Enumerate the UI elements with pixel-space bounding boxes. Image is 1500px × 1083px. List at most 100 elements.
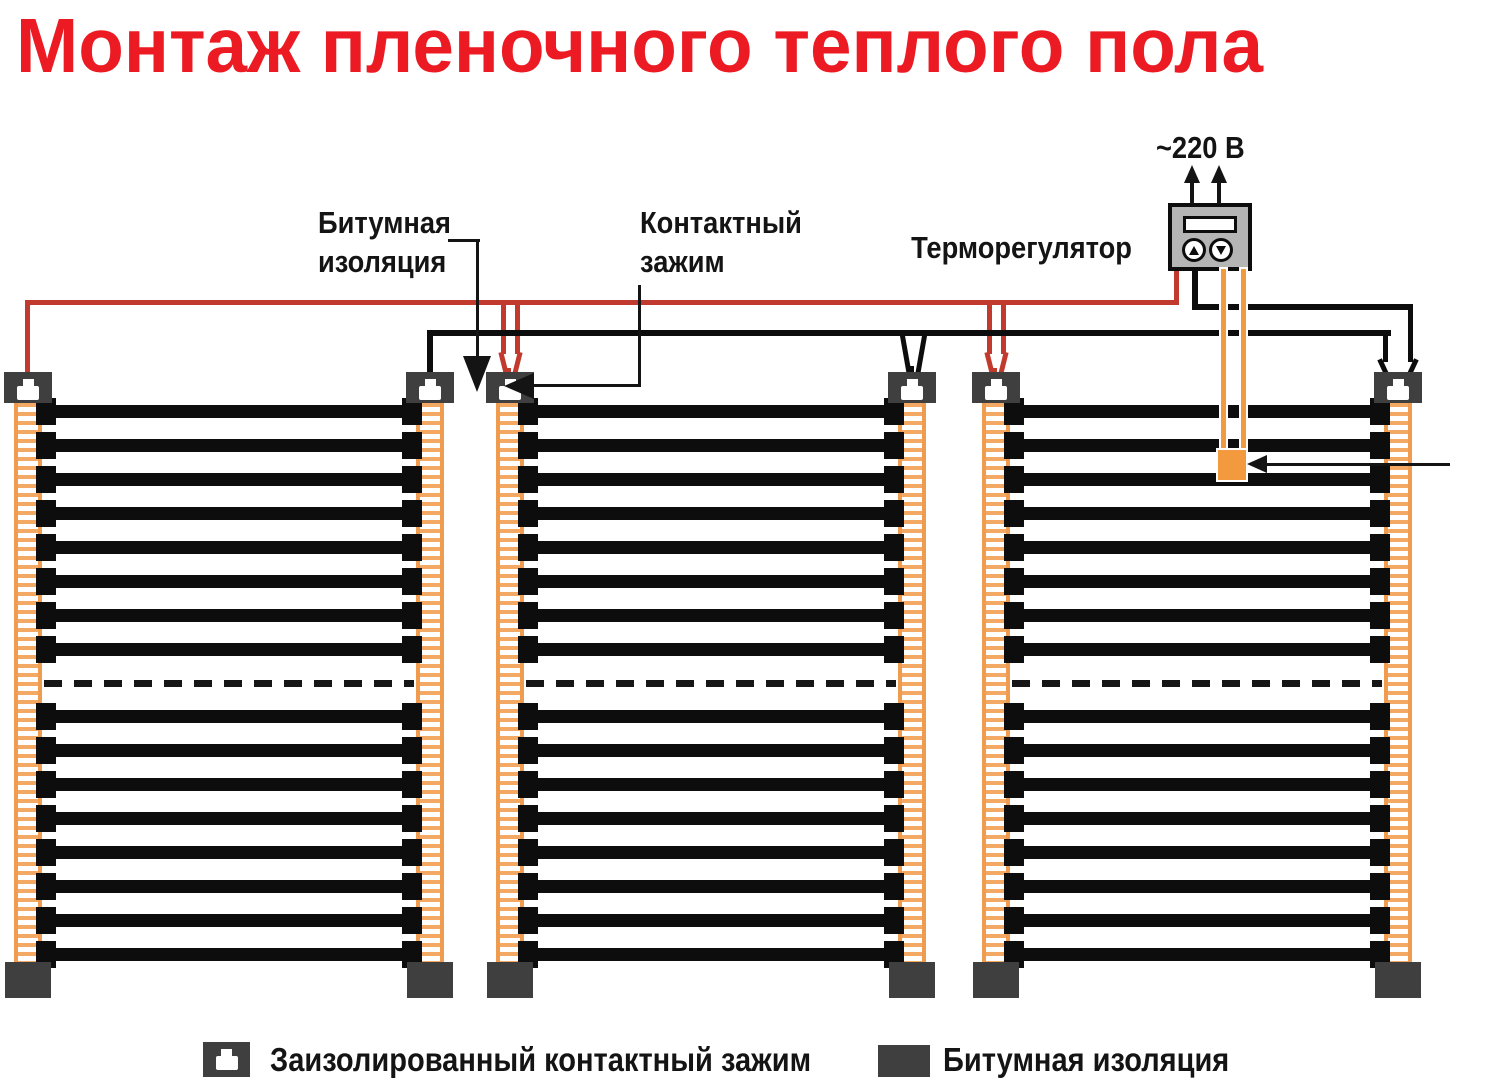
bitumen-insulation-pad (5, 962, 51, 998)
cut-line (982, 677, 1412, 690)
heating-strip (496, 771, 926, 799)
heating-strip (982, 533, 1412, 561)
red-wire-funnel (512, 351, 523, 375)
copper-bus-rail (14, 403, 42, 963)
red-wire-dip (987, 302, 992, 354)
heating-strip (496, 465, 926, 493)
heating-strip (982, 737, 1412, 765)
red-phase-wire-bus (25, 300, 1179, 305)
arrow-down-icon (463, 356, 491, 392)
insulated-contact-clamp (972, 372, 1020, 403)
heating-strip (496, 873, 926, 901)
heating-strip (982, 635, 1412, 663)
voltage-arrow-stem (1217, 182, 1221, 204)
heating-strip (14, 465, 444, 493)
heating-strip (982, 499, 1412, 527)
arrow-up-icon (1184, 165, 1200, 183)
carbon-heating-strips (496, 398, 926, 968)
plug-glyph (1387, 379, 1409, 400)
heating-strip (982, 941, 1412, 968)
arrow-up-icon (1211, 165, 1227, 183)
copper-bus-rail (898, 403, 926, 963)
heating-strip (982, 431, 1412, 459)
heating-strip (496, 567, 926, 595)
heating-strip (14, 873, 444, 901)
heating-strip (496, 601, 926, 629)
bitumen-insulation-label: Битумная изоляция (318, 205, 451, 279)
voltage-label: ~220 В (1156, 130, 1245, 165)
heating-panel-3 (972, 372, 1422, 998)
heating-strip (982, 398, 1412, 425)
heating-strip (496, 907, 926, 935)
red-wire-funnel (998, 351, 1009, 375)
heating-strip (496, 635, 926, 663)
carbon-heating-strips (982, 398, 1412, 968)
heating-panel-2 (486, 372, 936, 998)
bitumen-insulation-icon (878, 1045, 930, 1077)
plug-glyph (215, 1049, 238, 1070)
black-wire-thermostat-run (1192, 304, 1413, 310)
thermostat (1168, 203, 1252, 271)
plug-glyph (419, 379, 441, 400)
heating-strip (982, 839, 1412, 867)
heating-strip (982, 465, 1412, 493)
heating-strip (496, 805, 926, 833)
arrow-down-icon (1216, 245, 1226, 255)
plug-glyph (901, 379, 923, 400)
heating-strip (496, 839, 926, 867)
thermostat-up-button (1182, 238, 1206, 262)
insulated-clamp-icon (203, 1042, 250, 1077)
heating-strip (982, 703, 1412, 731)
temperature-sensor (1218, 450, 1246, 480)
insulated-contact-clamp (1374, 372, 1422, 403)
heating-strip (14, 839, 444, 867)
arrow-left-icon (504, 373, 534, 399)
carbon-heating-strips (14, 398, 444, 968)
heating-strip (14, 805, 444, 833)
copper-bus-rail (982, 403, 1010, 963)
insulated-contact-clamp (406, 372, 454, 403)
bitumen-insulation-pad (889, 962, 935, 998)
black-wire-down (1408, 304, 1413, 362)
thermostat-label: Терморегулятор (911, 230, 1132, 265)
red-wire-dip (501, 302, 506, 354)
heating-strip (982, 567, 1412, 595)
cut-line (496, 677, 926, 690)
heating-strip (14, 635, 444, 663)
heating-strip (496, 499, 926, 527)
heating-strip (14, 398, 444, 425)
black-wire-panel1-drop (427, 330, 433, 378)
insulated-contact-clamp (888, 372, 936, 403)
heating-strip (14, 737, 444, 765)
legend-item-label: Битумная изоляция (943, 1041, 1230, 1078)
heating-strip (14, 703, 444, 731)
black-bus-down (1383, 330, 1388, 362)
heating-strip (982, 873, 1412, 901)
red-wire-dip (1001, 302, 1006, 354)
red-wire-dip (515, 302, 520, 354)
heating-strip (496, 533, 926, 561)
arrow-left-icon (1247, 455, 1267, 473)
black-wire-thermostat-drop (1192, 269, 1198, 310)
heating-strip (14, 533, 444, 561)
heating-strip (496, 431, 926, 459)
page-title: Монтаж пленочного теплого пола (16, 3, 1264, 89)
heating-strip (982, 907, 1412, 935)
legend-item-label: Заизолированный контактный зажим (270, 1041, 812, 1078)
heating-strip (496, 941, 926, 968)
sensor-wire (1221, 269, 1226, 456)
sensor-wire (1241, 269, 1246, 456)
black-wire-funnel (915, 331, 928, 375)
heating-strip (982, 601, 1412, 629)
contact-clamp-label: Контактный зажим (640, 205, 802, 279)
red-wire-thermostat-drop (1174, 269, 1179, 305)
bitumen-insulation-pad (407, 962, 453, 998)
heating-strip (982, 805, 1412, 833)
heating-strip (496, 398, 926, 425)
plug-glyph (17, 379, 39, 400)
thermostat-display (1183, 216, 1237, 233)
voltage-arrow-stem (1190, 182, 1194, 204)
heating-strip (496, 737, 926, 765)
pointer-line (448, 239, 480, 242)
